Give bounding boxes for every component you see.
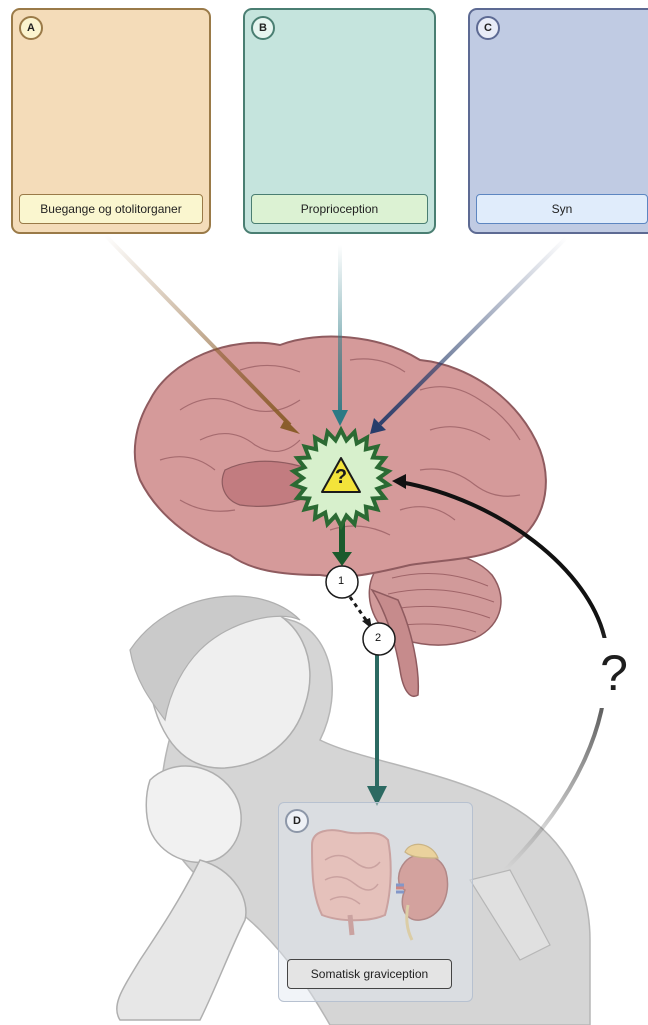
panel-a-letter: A <box>19 16 43 40</box>
panel-c-label: Syn <box>476 194 648 224</box>
panel-b-label: Proprioception <box>251 194 428 224</box>
panel-a-label: Buegange og otolitorganer <box>19 194 203 224</box>
panel-c-letter: C <box>476 16 500 40</box>
step-1-label: 1 <box>338 575 344 587</box>
panel-b-proprioception: B Proprioception <box>243 8 436 234</box>
panel-b-letter: B <box>251 16 275 40</box>
panel-d-label: Somatisk graviception <box>287 959 452 989</box>
feedback-question-mark: ? <box>592 638 636 708</box>
step-2-label: 2 <box>375 632 381 644</box>
panel-a-vestibular: A Buegange og otolitorganer <box>11 8 211 234</box>
dashed-connector <box>350 597 368 623</box>
panel-c-vision: C Syn <box>468 8 648 234</box>
panel-d-letter: D <box>285 809 309 833</box>
panel-d-somatic: D Somatisk graviception <box>278 802 473 1002</box>
center-question-mark: ? <box>330 466 352 489</box>
